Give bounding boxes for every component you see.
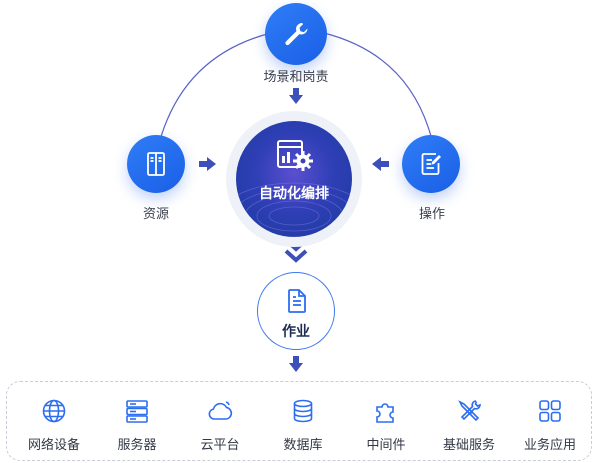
document-icon: [288, 289, 306, 313]
infra-item-database: 数据库: [263, 382, 343, 460]
globe-icon: [42, 399, 66, 423]
job-node: 作业: [257, 272, 335, 350]
arrow-left-to-core: [199, 157, 216, 171]
scenario-node: [265, 3, 327, 65]
puzzle-icon: [376, 403, 394, 423]
core-wave-pattern: [236, 182, 352, 237]
arrow-job-to-infra: [289, 356, 303, 372]
infra-label: 云平台: [200, 438, 240, 453]
infra-label: 数据库: [283, 438, 323, 453]
infra-item-middleware: 中间件: [346, 382, 426, 460]
database-icon: [293, 399, 313, 423]
arrow-right-to-core: [372, 157, 389, 171]
wrench-icon: [285, 23, 308, 46]
infra-label: 业务应用: [523, 438, 576, 453]
infra-label: 基础服务: [442, 438, 495, 453]
app-grid-icon: [539, 400, 561, 422]
server-rack-icon: [126, 400, 148, 423]
resource-node: [127, 135, 185, 193]
arrow-top-to-core: [289, 88, 303, 104]
infra-item-network: 网络设备: [14, 382, 94, 460]
infrastructure-panel: 网络设备 服务器 云平台 数据库: [6, 381, 592, 461]
infra-item-server: 服务器: [97, 382, 177, 460]
operation-node: [402, 135, 460, 193]
edit-document-icon: [421, 153, 441, 175]
infra-item-cloud: 云平台: [180, 382, 260, 460]
tools-icon: [458, 400, 481, 422]
server-cabinet-icon: [147, 152, 165, 176]
job-label: 作业: [282, 324, 310, 340]
core-label: 自动化编排: [259, 186, 329, 202]
infra-label: 中间件: [366, 438, 406, 453]
cloud-icon: [208, 401, 233, 420]
infra-label: 服务器: [117, 438, 157, 453]
scenario-label: 场景和岗责: [263, 70, 329, 85]
infra-label: 网络设备: [27, 438, 80, 453]
infra-item-business-app: 业务应用: [510, 382, 590, 460]
infra-item-base-service: 基础服务: [429, 382, 509, 460]
resource-label: 资源: [142, 207, 170, 222]
connector-arc-right: [323, 32, 433, 141]
dashboard-gear-icon: [277, 140, 313, 171]
connector-arc-left: [159, 32, 272, 141]
orchestration-core: 自动化编排: [236, 121, 352, 237]
operation-label: 操作: [418, 207, 446, 222]
